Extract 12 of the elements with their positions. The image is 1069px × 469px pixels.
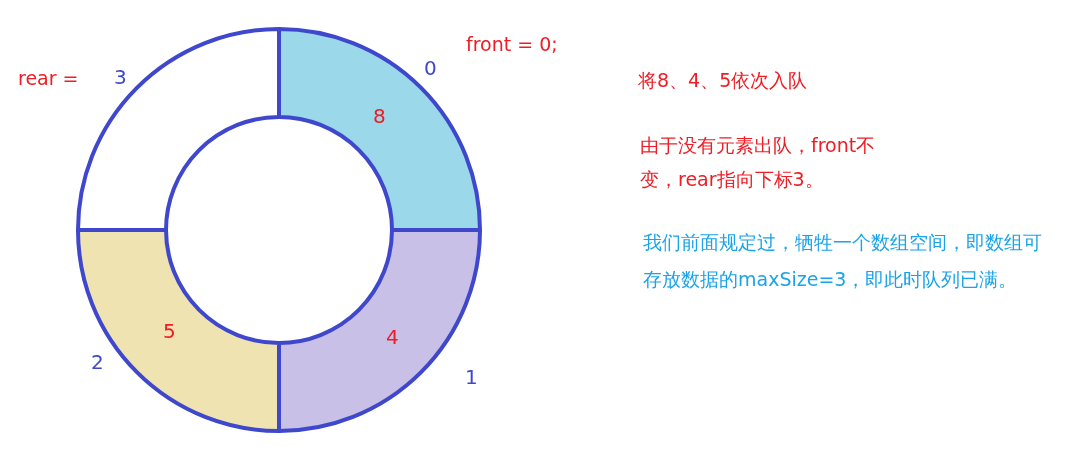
index-number: 3 — [114, 65, 127, 89]
pointer-note: rear = — [18, 66, 79, 90]
segment-value: 4 — [386, 325, 399, 349]
explanation-text: 由于没有元素出队，front不变，rear指向下标3。 — [640, 133, 877, 192]
pointer-note: front = 0; — [466, 32, 558, 56]
segment-value: 8 — [373, 104, 386, 128]
index-number: 0 — [424, 56, 437, 80]
index-number: 2 — [91, 350, 104, 374]
segment-value: 5 — [163, 319, 176, 343]
index-number: 1 — [465, 365, 478, 389]
explanation-text: 我们前面规定过，牺牲一个数组空间，即数组可存放数据的maxSize=3，即此时队列已满。 — [643, 230, 1043, 292]
step-note: 将8、4、5依次入队 — [638, 68, 808, 93]
